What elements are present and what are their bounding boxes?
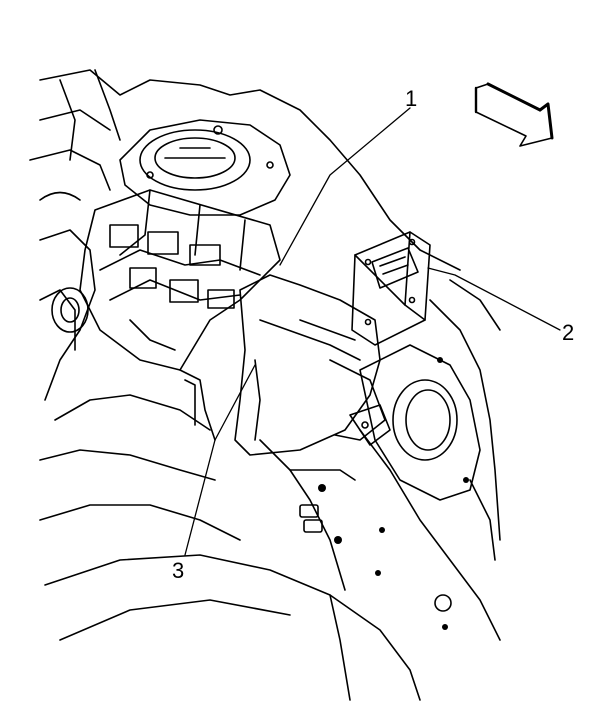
relay-block-housing [79, 189, 281, 441]
inner-panel [359, 344, 496, 561]
callout-label-1: 1 [405, 86, 418, 111]
leader-1 [279, 107, 411, 266]
strut-tower [119, 119, 291, 216]
lower-fastener-outline [299, 504, 452, 612]
mounting-bracket [234, 274, 391, 456]
leader-2 [427, 267, 561, 331]
callout-label-2: 2 [562, 320, 575, 345]
callout-leaders [184, 107, 561, 556]
fasteners [318, 357, 469, 630]
leader-3 [184, 364, 256, 556]
direction-arrow-icon [474, 82, 554, 147]
control-module [351, 231, 431, 346]
body-structure [29, 69, 501, 701]
callout-label-3: 3 [172, 558, 185, 583]
